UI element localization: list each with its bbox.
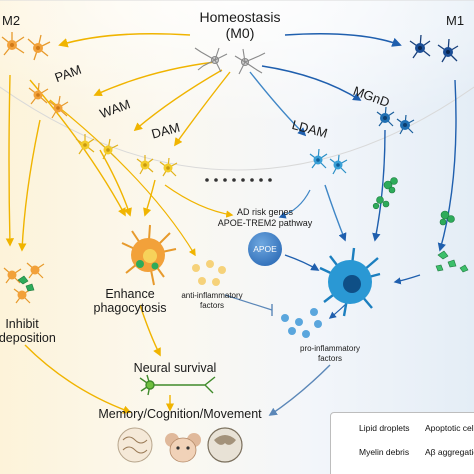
dotted-separator <box>205 178 272 182</box>
arrow-m1-to-pro <box>437 79 457 252</box>
apoe-trem2-label: APOE-TREM2 pathway <box>217 218 313 228</box>
anti-factors-label: factors <box>199 301 225 310</box>
pro-inflammatory-dots <box>281 308 322 338</box>
arrow-m2-to-anti <box>49 99 196 257</box>
arrow-m0-to-m2 <box>58 32 191 48</box>
arrow-apoe-to-center <box>284 254 320 271</box>
enhance-label: Enhance <box>105 287 155 301</box>
arrow-dam-to-phago <box>143 179 156 217</box>
anti-pro-inhibition <box>224 294 273 311</box>
reactive-microglia <box>319 247 381 317</box>
legend-lipid-label: Lipid droplets <box>359 423 410 433</box>
arrow-pro-to-memory <box>268 364 331 416</box>
arrow-inhibit-to-memory <box>24 344 132 414</box>
arrow-m0-to-m1 <box>284 32 402 47</box>
inhibit-label: Inhibit <box>5 317 39 331</box>
neural-survival-label: Neural survival <box>133 361 217 375</box>
homeostasis-title: Homeostasis <box>199 9 281 25</box>
brain-icon <box>117 427 153 463</box>
m2-label: M2 <box>2 13 21 28</box>
mouse-head-icon <box>165 433 201 463</box>
ldam-microglia <box>309 148 348 175</box>
neuron <box>139 374 216 396</box>
arrow-m0-to-ldam <box>249 71 307 137</box>
m1-microglia <box>409 34 459 63</box>
homeostasis-subtitle: (M0) <box>225 25 255 41</box>
arrow-ldam-to-center <box>324 184 347 242</box>
ad-risk-genes-label: AD risk genes <box>236 207 294 217</box>
m2-microglia <box>1 32 51 61</box>
deposition-label: β deposition <box>0 331 56 345</box>
wam-microglia <box>75 134 119 160</box>
legend-abeta-label: Aβ aggregatio <box>425 447 474 457</box>
legend-box: Lipid droplets Apoptotic cell Myelin deb… <box>330 412 474 474</box>
memory-cognition-movement-label: Memory/Cognition/Movement <box>98 407 262 421</box>
legend-myelin-label: Myelin debris <box>359 447 410 457</box>
arrow-mgnd-to-center <box>372 129 386 242</box>
arrow-m0-to-pam <box>93 61 216 97</box>
arrow-m0-to-mgnd <box>261 65 362 101</box>
mgnd-microglia <box>376 106 415 135</box>
arrow-wam-to-phago <box>99 149 132 217</box>
pro-inflammatory-label: pro-inflammatory <box>299 344 361 353</box>
m1-label: M1 <box>446 13 465 28</box>
arrow-pam-to-inhibit <box>18 119 41 252</box>
abeta-aggregates <box>435 250 469 273</box>
arrow-ldam-to-ad <box>278 189 311 219</box>
apoptotic-debris <box>372 177 455 226</box>
dam-microglia <box>136 155 178 177</box>
legend-apoptotic-label: Apoptotic cell <box>425 423 474 433</box>
anti-inflammatory-label: anti-inflammatory <box>181 291 243 300</box>
inhibit-cell-cluster <box>3 262 45 304</box>
spinal-cord-icon <box>207 427 243 463</box>
pam-microglia <box>28 82 69 119</box>
homeostatic-microglia <box>194 47 266 75</box>
arrow-m0-to-wam <box>133 69 223 132</box>
phagocytosis-label: phagocytosis <box>93 301 167 315</box>
arrow-m2-to-inhibit <box>5 74 15 247</box>
arrow-m0-to-dam <box>174 71 231 147</box>
anti-inflammatory-dots <box>192 260 226 286</box>
arrow-dam-to-ad <box>164 184 234 218</box>
pro-factors-label: factors <box>317 354 343 363</box>
arrow-debris-to-center <box>393 274 421 285</box>
arrow-phago-to-neural <box>139 304 161 357</box>
phagocytic-microglia <box>121 224 177 286</box>
apoe-node: APOE <box>248 232 282 266</box>
